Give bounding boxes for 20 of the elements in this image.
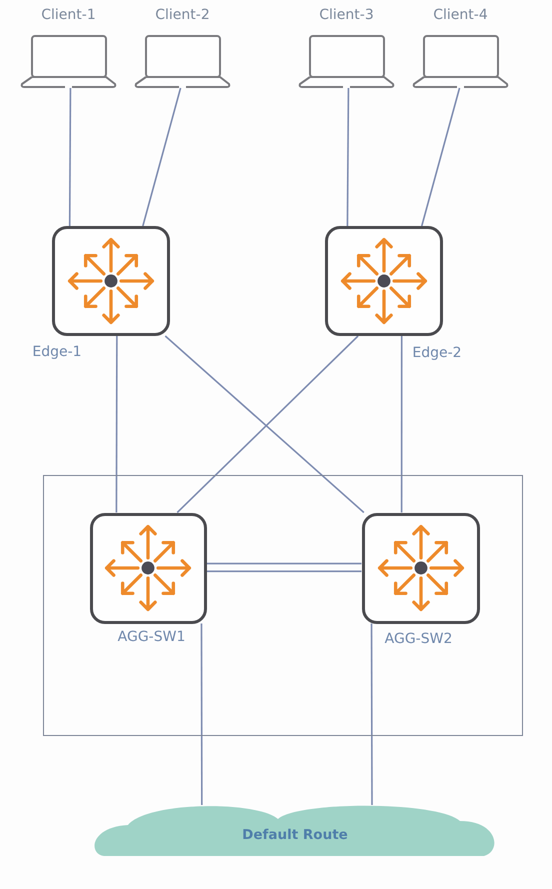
connection-line: [206, 570, 362, 572]
connection-line: [142, 88, 182, 226]
connection-line: [206, 562, 362, 564]
connection-line: [420, 88, 460, 226]
connection-line: [346, 88, 350, 226]
connection-line: [116, 336, 118, 512]
device-label: Edge-2: [412, 344, 462, 363]
connection-line: [68, 88, 72, 226]
device-label: Client-3: [319, 6, 374, 25]
device-label: Client-2: [155, 6, 210, 25]
device-label: AGG-SW1: [118, 628, 186, 646]
device-label: AGG-SW2: [384, 630, 452, 648]
group-frame: [43, 475, 523, 736]
device-label: Edge-1: [32, 343, 82, 362]
connection-line: [200, 624, 203, 805]
connection-line: [370, 624, 373, 805]
device-label: Client-1: [41, 6, 96, 25]
network-label: Default Route: [242, 826, 348, 845]
device-label: Client-4: [433, 6, 488, 25]
connection-line: [400, 336, 402, 512]
